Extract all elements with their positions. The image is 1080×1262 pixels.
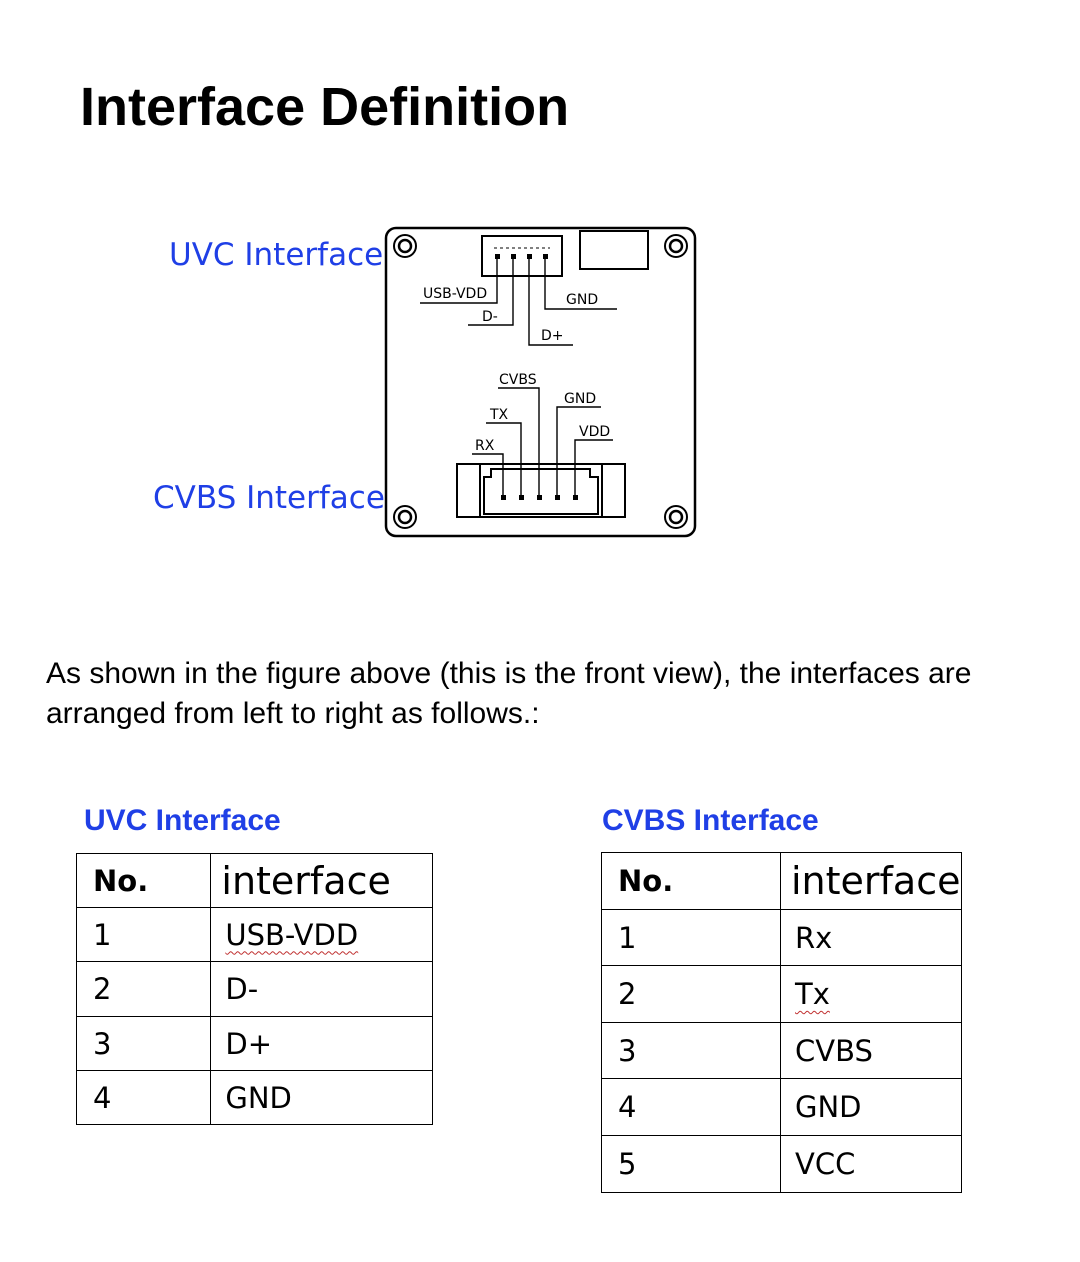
table-cell-no: 1 <box>601 909 781 966</box>
mounting-hole-top-right <box>664 234 688 258</box>
column-header-interface: interface <box>780 852 962 910</box>
cvbs-interface-label: CVBS Interface <box>153 480 385 516</box>
table-row: 1 USB-VDD <box>75 907 433 962</box>
uvc-pin-gnd: GND <box>566 292 598 308</box>
table-row: 4 GND <box>601 1078 962 1136</box>
page-title: Interface Definition <box>80 77 570 137</box>
table-cell-no: 3 <box>601 1022 781 1079</box>
mounting-hole-bottom-left <box>393 505 417 529</box>
mounting-hole-top-left <box>393 234 417 258</box>
table-cell-interface: USB-VDD <box>225 917 359 952</box>
cvbs-pin-cvbs: CVBS <box>499 372 537 388</box>
board-diagram: UVC Interface CVBS Interface USB-VDD D- <box>153 226 697 538</box>
table-row: 3 CVBS <box>601 1022 962 1079</box>
uvc-leader-lines <box>420 259 617 346</box>
table-row: 4 GND <box>75 1070 433 1125</box>
cvbs-connector-pins <box>501 495 578 500</box>
cvbs-table-title: CVBS Interface <box>602 804 819 837</box>
column-header-no: No. <box>75 853 212 908</box>
column-header-no: No. <box>601 852 781 910</box>
cvbs-pin-gnd: GND <box>564 391 596 407</box>
cvbs-pin-vdd: VDD <box>579 424 610 440</box>
uvc-pin-usb-vdd: USB-VDD <box>423 286 487 302</box>
board-outline <box>384 226 697 538</box>
table-cell-interface: VCC <box>780 1135 962 1193</box>
table-cell-interface: CVBS <box>780 1022 962 1079</box>
uvc-pin-d-plus: D+ <box>541 328 564 344</box>
cvbs-pin-rx: RX <box>475 438 495 454</box>
cvbs-interface-table: No. interface 1 Rx 2 Tx 3 CVBS 4 GND 5 V… <box>601 852 962 1193</box>
table-cell-interface: D+ <box>210 1016 433 1071</box>
table-header-row: No. interface <box>75 853 433 908</box>
table-cell-interface: D- <box>210 961 433 1017</box>
uvc-pin-d-minus: D- <box>482 309 498 325</box>
cvbs-pin-tx: TX <box>489 407 509 423</box>
uvc-interface-table: No. interface 1 USB-VDD 2 D- 3 D+ 4 GND <box>75 853 433 1125</box>
table-row: 2 Tx <box>601 965 962 1023</box>
table-cell-no: 4 <box>601 1078 781 1136</box>
table-row: 5 VCC <box>601 1135 962 1193</box>
uvc-interface-label: UVC Interface <box>169 237 383 273</box>
table-cell-no: 1 <box>75 907 212 962</box>
table-cell-interface: GND <box>780 1078 962 1136</box>
uvc-table-title: UVC Interface <box>84 804 281 837</box>
table-header-row: No. interface <box>601 852 962 910</box>
table-row: 1 Rx <box>601 909 962 966</box>
table-cell-no: 2 <box>75 961 212 1017</box>
table-cell-interface: GND <box>210 1070 433 1125</box>
table-cell-no: 3 <box>75 1016 212 1071</box>
uvc-connector <box>481 235 563 277</box>
column-header-interface: interface <box>210 853 433 908</box>
description-text: As shown in the figure above (this is th… <box>46 657 972 730</box>
board-component <box>579 230 649 270</box>
mounting-hole-bottom-right <box>664 505 688 529</box>
table-cell-interface: Rx <box>780 909 962 966</box>
table-cell-no: 2 <box>601 965 781 1023</box>
cvbs-connector <box>456 463 626 518</box>
table-row: 2 D- <box>75 961 433 1017</box>
table-row: 3 D+ <box>75 1016 433 1071</box>
cvbs-leader-lines <box>472 387 613 495</box>
table-cell-no: 4 <box>75 1070 212 1125</box>
table-cell-interface: Tx <box>795 977 830 1011</box>
table-cell-no: 5 <box>601 1135 781 1193</box>
